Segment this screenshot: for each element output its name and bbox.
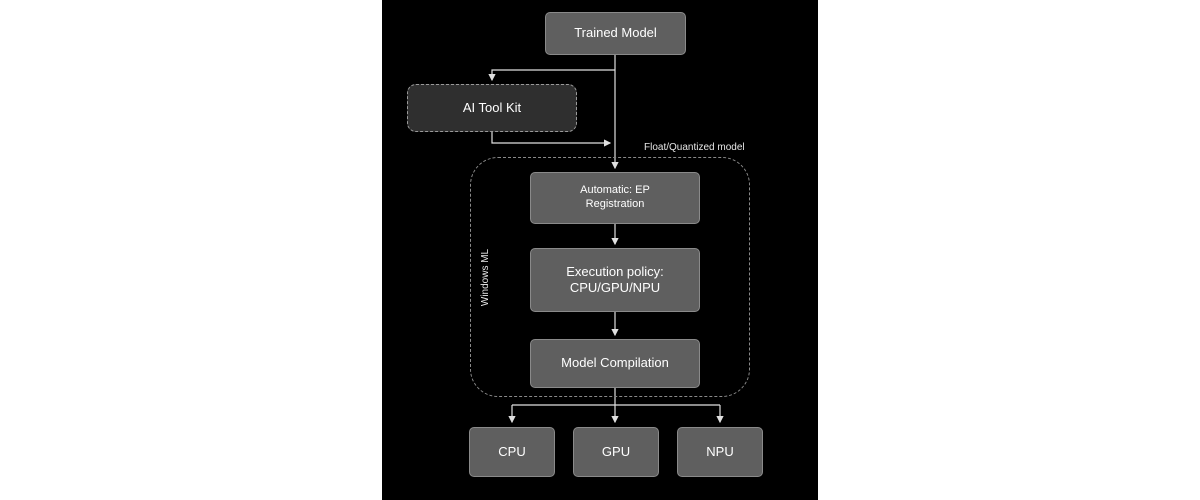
node-execution-policy: Execution policy: CPU/GPU/NPU xyxy=(530,248,700,312)
node-npu: NPU xyxy=(677,427,763,477)
ep-registration-line-2: Registration xyxy=(585,198,645,210)
node-ai-tool-kit: AI Tool Kit xyxy=(407,84,577,132)
diagram-panel: Trained Model AI Tool Kit Float/Quantize… xyxy=(382,0,818,500)
ep-registration-line-1: Automatic: EP xyxy=(580,184,650,197)
node-model-compilation: Model Compilation xyxy=(530,339,700,388)
float-quantized-label: Float/Quantized model xyxy=(644,142,745,153)
execution-policy-line-2: CPU/GPU/NPU xyxy=(569,280,661,295)
node-ep-registration: Automatic: EP Registration xyxy=(530,172,700,224)
execution-policy-line-1: Execution policy: xyxy=(566,263,664,279)
windows-ml-frame xyxy=(470,157,750,397)
arrow-model-to-toolkit xyxy=(488,69,615,82)
windows-ml-label: Windows ML xyxy=(480,248,492,307)
connector-arrows xyxy=(488,55,724,424)
node-trained-model: Trained Model xyxy=(545,12,686,55)
arrow-toolkit-to-trunk xyxy=(491,132,612,147)
node-cpu: CPU xyxy=(469,427,555,477)
node-gpu: GPU xyxy=(573,427,659,477)
